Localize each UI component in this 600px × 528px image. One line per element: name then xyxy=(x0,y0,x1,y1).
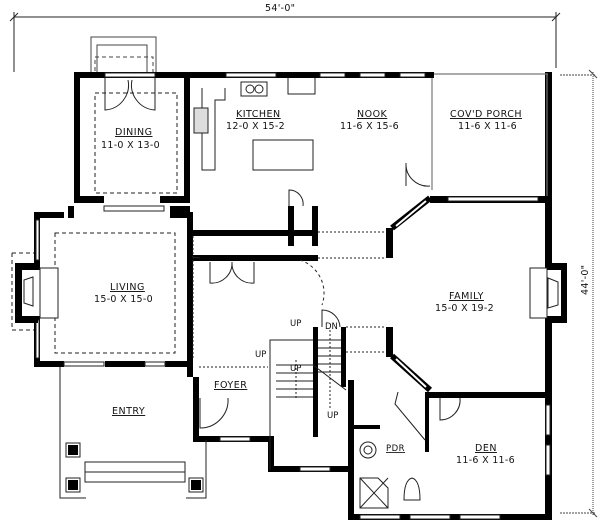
porch-outline xyxy=(431,73,548,196)
stair-label-dn: DN xyxy=(325,322,338,332)
room-name-dining: DINING xyxy=(115,127,153,138)
room-size-living: 15-0 X 15-0 xyxy=(94,294,153,305)
depth-dimension xyxy=(560,69,598,518)
entry-porch xyxy=(59,367,207,499)
room-name-kitchen: KITCHEN xyxy=(236,109,281,120)
room-size-family: 15-0 X 19-2 xyxy=(435,303,494,314)
room-size-dining: 11-0 X 13-0 xyxy=(101,140,160,151)
room-name-family: FAMILY xyxy=(449,291,484,302)
windows xyxy=(35,72,551,520)
width-dimension xyxy=(9,12,561,72)
room-name-foyer: FOYER xyxy=(214,380,247,391)
room-size-den: 11-6 X 11-6 xyxy=(456,455,515,466)
room-name-entry: ENTRY xyxy=(112,406,145,417)
room-size-nook: 11-6 X 15-6 xyxy=(340,121,399,132)
depth-dimension-label: 44'-0" xyxy=(580,265,591,295)
dashed-swing xyxy=(299,259,325,306)
stair-label-up: UP xyxy=(290,319,301,329)
width-dimension-label: 54'-0" xyxy=(265,3,295,14)
room-name-den: DEN xyxy=(475,443,497,454)
living-fireplace xyxy=(15,263,59,323)
stair-label-up: UP xyxy=(290,364,301,374)
stair-label-up: UP xyxy=(255,350,266,360)
room-name-porch: COV'D PORCH xyxy=(450,109,522,120)
room-name-living: LIVING xyxy=(110,282,145,293)
family-fireplace xyxy=(529,263,567,323)
room-name-pdr: PDR xyxy=(386,444,405,454)
dining-bumpout xyxy=(90,36,157,78)
kitchen-counters xyxy=(193,78,316,171)
entry-columns xyxy=(65,442,204,493)
doors xyxy=(104,78,461,429)
room-name-nook: NOOK xyxy=(357,109,388,120)
stair-label-up: UP xyxy=(327,411,338,421)
pdr-fixtures xyxy=(359,391,426,509)
room-size-kitchen: 12-0 X 15-2 xyxy=(226,121,285,132)
stairs xyxy=(269,330,347,470)
room-size-porch: 11-6 X 11-6 xyxy=(458,121,517,132)
